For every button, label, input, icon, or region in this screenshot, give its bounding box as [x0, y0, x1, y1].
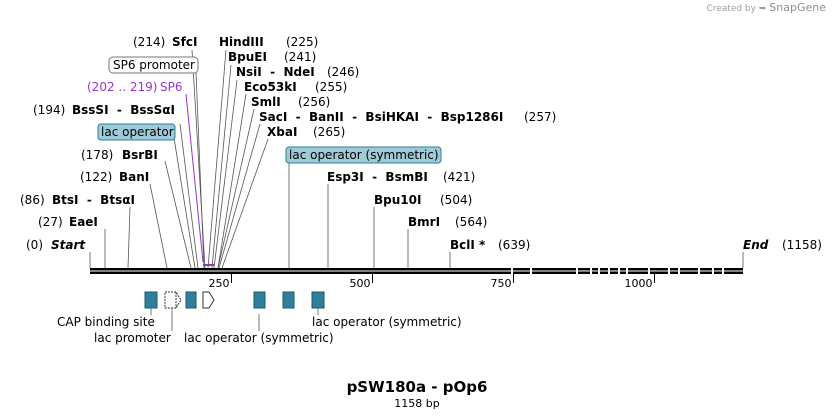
lac-operator-sym-box-1[interactable] [253, 291, 266, 309]
eaei-pos: (27) [38, 215, 63, 229]
map-title: pSW180a - pOp6 [347, 378, 488, 396]
sequence-bar [90, 264, 743, 283]
bsrbi-pos: (178) [81, 148, 113, 162]
nsii-pos: (246) [327, 65, 359, 79]
bpu10i-name: Bpu10I [374, 193, 421, 207]
bsrbi-name: BsrBI [122, 148, 158, 162]
end-label: End [743, 238, 769, 252]
lac-operator-sym-bottom-label-2: lac operator (symmetric) [312, 315, 462, 329]
map-length: 1158 bp [394, 397, 439, 410]
lac-operator-sym-bottom-label-1: lac operator (symmetric) [184, 331, 334, 345]
feature-label-sp6-promoter[interactable]: SP6 promoter [108, 56, 199, 74]
bcli-name: BclI * [450, 238, 486, 252]
lac-operator-sym-label: lac operator (symmetric) [289, 148, 439, 162]
nsii-name: NsiI - NdeI [236, 65, 315, 79]
cap-binding-site-label: CAP binding site [57, 315, 155, 329]
xbai-pos: (265) [313, 125, 345, 139]
lac-operator-sym-box-2[interactable] [282, 291, 295, 309]
xbai-name: XbaI [267, 125, 297, 139]
ruler-tick-labels: 250 500 750 1000 [209, 277, 653, 290]
saci-pos: (257) [524, 110, 556, 124]
cap-binding-site-box[interactable] [144, 291, 158, 309]
bpuei-pos: (241) [284, 50, 316, 64]
bsssi-pos: (194) [33, 103, 65, 117]
eco53ki-pos: (255) [315, 80, 347, 94]
bsssi-name: BssSI - BssSαI [72, 103, 175, 117]
sp6-promoter-label: SP6 promoter [113, 58, 195, 72]
esp3i-name: Esp3I - BsmBI [327, 170, 428, 184]
start-label: Start [51, 238, 86, 252]
bpu10i-pos: (504) [440, 193, 472, 207]
restriction-site-labels: (214) SfcI HindIII (225) BpuEI (241) Nsi… [20, 35, 556, 252]
feature-connector-lines [150, 308, 319, 331]
smli-pos: (256) [298, 95, 330, 109]
watermark-prefix: Created by [706, 4, 756, 14]
lac-operator-label: lac operator [101, 125, 174, 139]
sp6-primer-connector [185, 93, 204, 263]
site-connector-lines [89, 49, 744, 269]
sp6-primer-name: SP6 [160, 80, 183, 94]
btsi-pos: (86) [20, 193, 45, 207]
saci-name: SacI - BanII - BsiHKAI - Bsp1286I [259, 110, 503, 124]
watermark-brand: SnapGene [769, 1, 826, 14]
lac-operator-box[interactable] [185, 291, 197, 309]
start-pos: (0) [26, 238, 43, 252]
snapgene-logo-icon: ➥ [758, 4, 767, 14]
btsi-name: BtsI - BtsαI [52, 193, 135, 207]
bani-name: BanI [119, 170, 149, 184]
sfci-pos: (214) [133, 35, 165, 49]
bpuei-name: BpuEI [228, 50, 267, 64]
ruler-label-500: 500 [350, 277, 371, 290]
bmri-pos: (564) [455, 215, 487, 229]
lac-promoter-label: lac promoter [94, 331, 171, 345]
sp6-promoter-arrow[interactable] [202, 291, 215, 309]
eaei-name: EaeI [69, 215, 98, 229]
ruler-label-250: 250 [209, 277, 230, 290]
sfci-name: SfcI [172, 35, 197, 49]
feature-label-lac-operator-symmetric[interactable]: lac operator (symmetric) [285, 146, 442, 164]
lac-promoter-arrow[interactable] [164, 291, 182, 309]
hindiii-pos: (225) [286, 35, 318, 49]
sequence-gap-marks [511, 268, 724, 274]
hindiii-name: HindIII [219, 35, 264, 49]
ruler-label-1000: 1000 [625, 277, 653, 290]
bcli-pos: (639) [498, 238, 530, 252]
end-pos: (1158) [782, 238, 822, 252]
ruler-label-750: 750 [491, 277, 512, 290]
watermark: Created by ➥ SnapGene [706, 1, 826, 14]
esp3i-pos: (421) [443, 170, 475, 184]
feature-track [144, 291, 325, 309]
lac-operator-sym-box-3[interactable] [311, 291, 325, 309]
smli-name: SmlI [251, 95, 281, 109]
bani-pos: (122) [80, 170, 112, 184]
feature-label-lac-operator[interactable]: lac operator [97, 123, 176, 141]
bmri-name: BmrI [408, 215, 440, 229]
sp6-primer-range: (202 .. 219) [87, 80, 157, 94]
eco53ki-name: Eco53kI [244, 80, 297, 94]
